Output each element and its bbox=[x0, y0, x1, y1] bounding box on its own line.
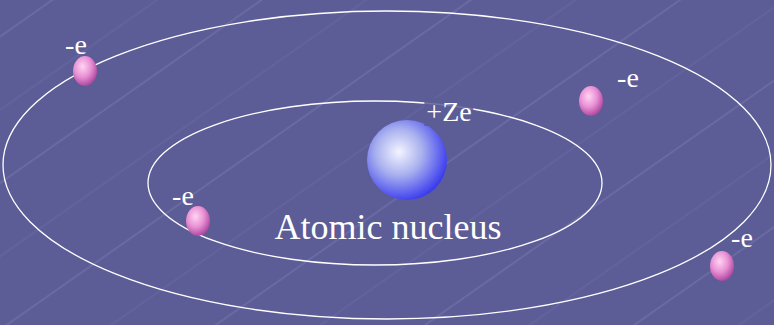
electron-charge: -e bbox=[729, 224, 755, 252]
electron bbox=[186, 206, 210, 236]
electron bbox=[710, 251, 734, 281]
nucleus-charge: +Ze bbox=[424, 98, 473, 126]
nucleus bbox=[367, 120, 447, 200]
electron bbox=[579, 86, 603, 116]
electron-charge: -e bbox=[170, 182, 196, 210]
inner-orbit bbox=[148, 101, 602, 265]
electron bbox=[73, 56, 97, 86]
electron-charge: -e bbox=[615, 64, 641, 92]
electron-charge: -e bbox=[63, 31, 89, 59]
outer-orbit bbox=[3, 11, 771, 319]
nucleus-label: Atomic nucleus bbox=[273, 209, 504, 245]
